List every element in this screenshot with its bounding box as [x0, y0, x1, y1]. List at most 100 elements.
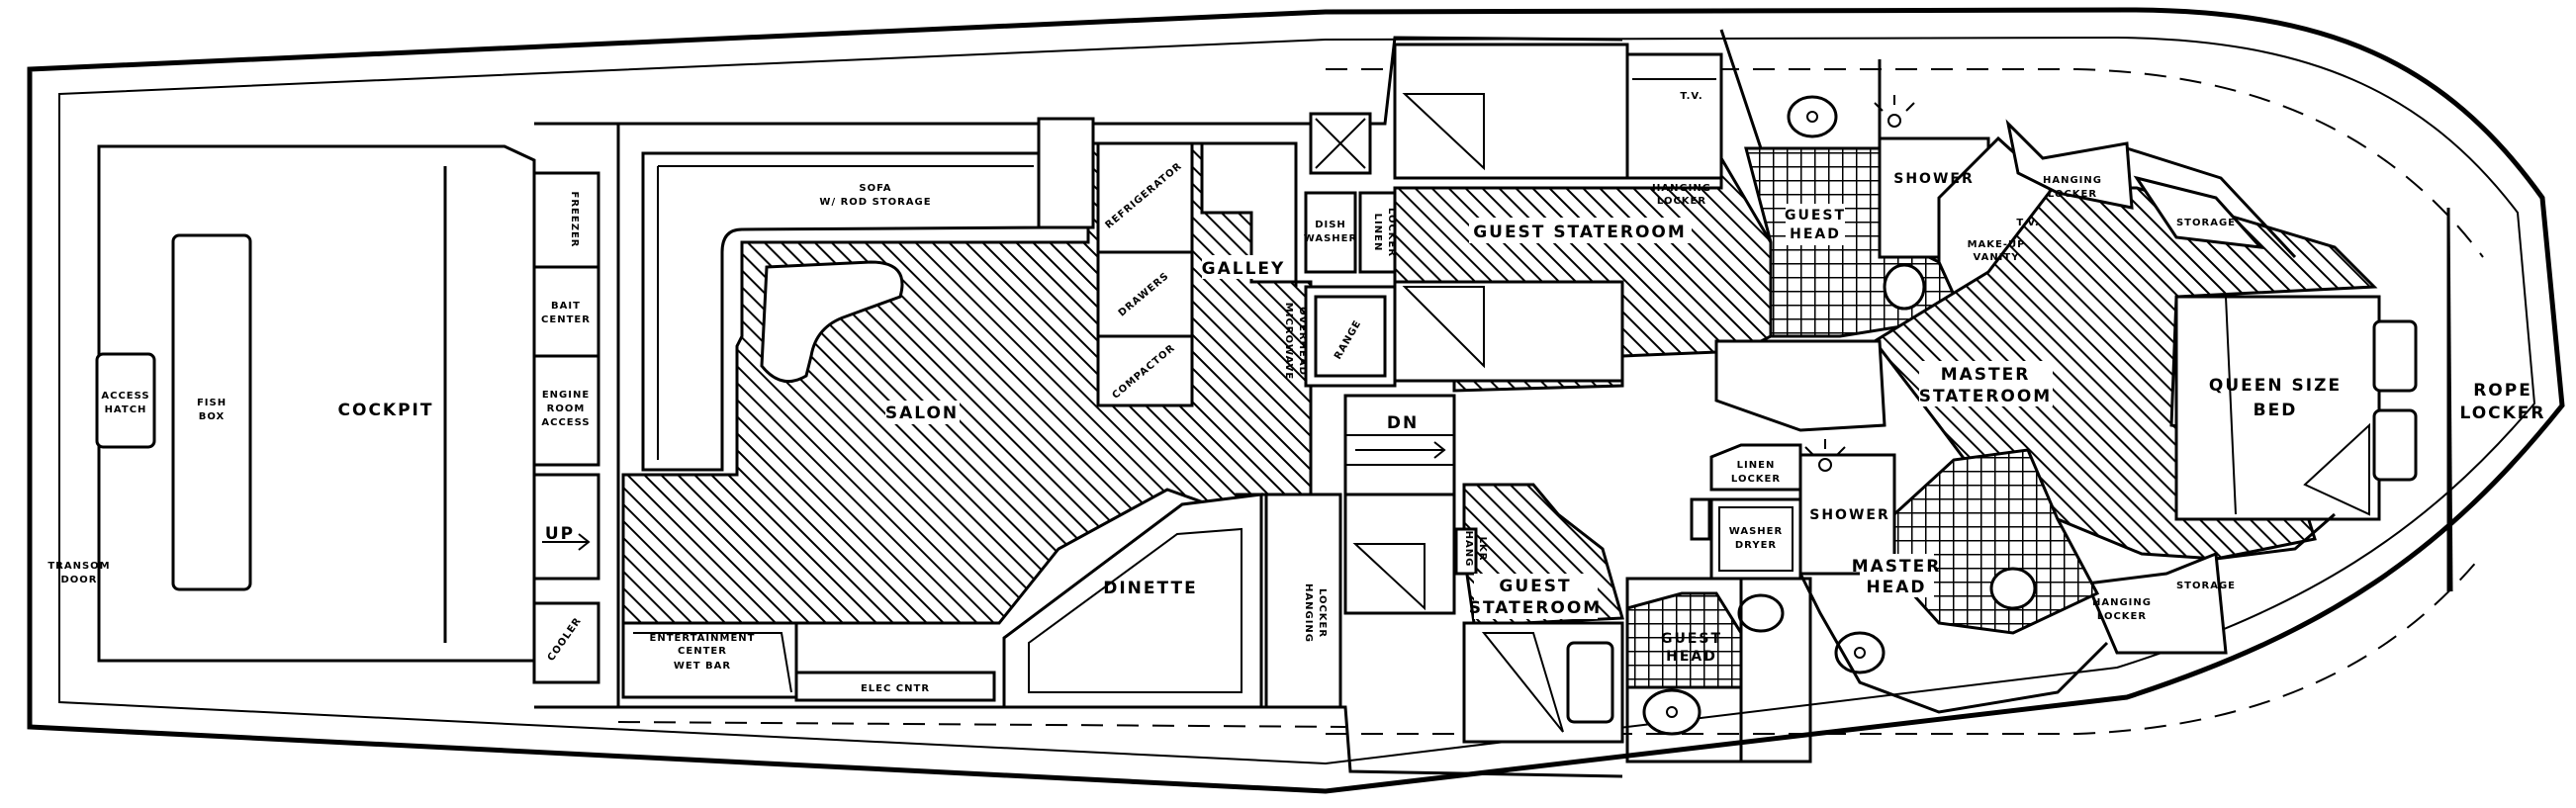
galley-label: GALLEY	[1202, 259, 1286, 279]
fish-box	[171, 233, 252, 591]
guest-head-port-room	[1625, 577, 1812, 763]
washer-dryer-inner	[1718, 506, 1794, 572]
dinette-seat	[1002, 493, 1263, 709]
engine-room-access-label: ACCESS	[541, 417, 590, 428]
master-hanging-locker-port-label: LOCKER	[2097, 611, 2147, 622]
guest-head-stbd-label-bg	[1786, 204, 1845, 245]
guest-aft-hanging-locker-label: HANG	[1463, 531, 1474, 568]
shower-stbd-label: SHOWER	[1893, 171, 1975, 187]
guest-stateroom-fwd-label: GUEST STATEROOM	[1473, 223, 1687, 242]
guest-stateroom-aft-label-bg	[1474, 574, 1598, 619]
washer-dryer-label: WASHER	[1729, 526, 1783, 537]
stair-arrow-icon	[542, 533, 591, 551]
dishwasher-label: WASHER	[1304, 233, 1357, 244]
corridor-cabinet	[1690, 497, 1711, 541]
guest-stateroom-aft-label: GUEST	[1499, 577, 1571, 596]
make-up-vanity-label: MAKE-UP	[1968, 239, 2026, 250]
cabin-inner-dash	[617, 721, 1346, 728]
guest-aft-hanging-locker	[1454, 527, 1478, 576]
guest-head-stbd-label: GUEST	[1785, 208, 1846, 224]
master-head-vanity	[1798, 573, 2109, 714]
master-stateroom-label: MASTER	[1941, 365, 2031, 385]
guest-hanging-locker-label: LOCKER	[1657, 196, 1706, 207]
master-hanging-locker-port-label: HANGING	[2092, 597, 2152, 608]
guest-berth-lower-sheet	[1402, 286, 1485, 369]
salon-step-line	[633, 632, 792, 693]
access-hatch	[95, 352, 156, 449]
sofa	[641, 151, 1046, 472]
cockpit-label: COCKPIT	[338, 401, 434, 420]
guest-berth-port-sheet	[1352, 543, 1426, 611]
salon-island	[760, 260, 904, 384]
guest-head-port-label: HEAD	[1666, 649, 1717, 665]
dinette-table	[1028, 527, 1242, 693]
make-up-vanity-label: VANITY	[1974, 252, 2020, 263]
linen-locker-label: LINEN	[1737, 460, 1776, 471]
elec-cntr-label: ELEC CNTR	[861, 683, 930, 694]
drawers	[1096, 250, 1194, 338]
guest-hanging-locker-label: HANGING	[1652, 183, 1711, 194]
freezer-label: FREEZER	[569, 192, 580, 248]
salon-label: SALON	[885, 404, 959, 423]
master-stateroom-label: STATEROOM	[1919, 387, 2052, 406]
queen-size-bed-label: QUEEN SIZE	[2209, 376, 2342, 396]
master-storage-port-label: STORAGE	[2176, 581, 2236, 591]
salon-label-bg	[885, 401, 960, 424]
queen-size-bed-label: BED	[2254, 401, 2298, 420]
range-inner	[1314, 295, 1387, 378]
stair-arrow-icon	[1355, 441, 1446, 459]
master-storage-stbd-label: STORAGE	[2176, 218, 2236, 228]
galley-linen-locker	[1358, 191, 1402, 274]
master-head-label: HEAD	[1866, 578, 1926, 597]
galley-linen-locker-label: LOCKER	[1386, 208, 1397, 257]
hanging-locker-port-label: HANGING	[1303, 584, 1314, 643]
sink-drain	[1666, 706, 1678, 718]
toilet-icon	[1989, 567, 2037, 610]
bait-center-box	[532, 265, 600, 358]
hanging-locker-port-box	[1264, 493, 1342, 709]
sink-drain	[1806, 111, 1818, 123]
nightstand-lower	[2372, 408, 2418, 482]
washer-dryer	[1709, 497, 1802, 581]
guest-head-stbd-wall	[1719, 29, 1882, 149]
galley-sink-x	[1315, 118, 1366, 169]
nightstand-upper	[2372, 319, 2418, 393]
entertainment-center	[621, 621, 798, 699]
guest-stateroom-fwd-label-bg	[1469, 218, 1692, 243]
master-hanging-locker-port	[2084, 551, 2228, 655]
stairs-down-treads	[1345, 434, 1454, 466]
rub-rail-line	[1326, 68, 2484, 735]
dishwasher	[1304, 191, 1357, 274]
master-head-label: MASTER	[1852, 557, 1942, 577]
master-storage-stbd-box	[2133, 175, 2264, 249]
transom-door-label: DOOR	[60, 575, 97, 585]
guest-nightstand	[1566, 641, 1614, 724]
compactor	[1096, 334, 1194, 407]
washer-dryer-label: DRYER	[1735, 540, 1777, 551]
freezer-box	[532, 171, 600, 269]
entertainment-center-label: CENTER	[678, 646, 727, 657]
entertainment-center-label: ENTERTAINMENT	[650, 633, 756, 644]
hanging-locker-port-label: LOCKER	[1317, 588, 1328, 638]
access-hatch-label: HATCH	[105, 404, 147, 415]
entertainment-center-label: WET BAR	[674, 661, 731, 672]
aft-bulkhead	[534, 122, 620, 709]
guest-berth-upper-sheet	[1402, 93, 1485, 171]
galley-label-bg	[1202, 255, 1286, 279]
guest-berth-port	[1343, 493, 1456, 615]
guest-head-port-label: GUEST	[1661, 631, 1722, 647]
master-storage-stbd	[2126, 146, 2297, 259]
master-storage-port	[2215, 512, 2336, 561]
cooler-box	[532, 601, 600, 684]
range	[1304, 285, 1397, 388]
deck-edge	[58, 36, 2536, 765]
cabin-shell	[618, 36, 1623, 778]
guest-stateroom-aft-label: STATEROOM	[1469, 598, 1602, 618]
fish-box-label: FISH	[197, 398, 227, 408]
guest-berth-lower	[1393, 280, 1624, 383]
linen-locker	[1709, 443, 1802, 492]
galley-counter	[1192, 141, 1298, 287]
rope-locker-label: LOCKER	[2459, 404, 2545, 423]
queen-bed	[2174, 295, 2381, 521]
